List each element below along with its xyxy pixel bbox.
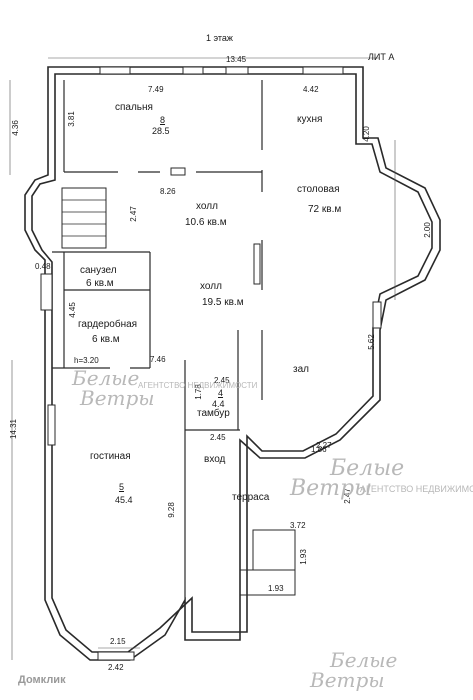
- ceiling-height: h=3.20: [74, 356, 99, 365]
- dim-4-20: 4.20: [361, 126, 371, 142]
- dim-2-00: 2.00: [422, 222, 432, 238]
- dim-2-42: 2.42: [108, 663, 124, 672]
- dim-4-36: 4.36: [10, 120, 20, 136]
- watermark-logo-2b: Ветры: [290, 476, 373, 501]
- dim-4-45: 4.45: [67, 302, 77, 318]
- dim-7-49: 7.49: [148, 85, 164, 94]
- watermark-sub-2: АГЕНТСТВО НЕДВИЖИМОСТИ: [360, 484, 473, 494]
- dim-3-72: 3.72: [290, 521, 306, 530]
- vestibule-name: тамбур: [197, 408, 230, 419]
- wardrobe-name: гардеробная: [78, 319, 138, 330]
- hall2-area: 19.5 кв.м: [202, 297, 244, 308]
- wardrobe-area: 6 кв.м: [92, 334, 120, 345]
- watermark-logo-1: Белые: [72, 366, 140, 390]
- dim-2-45-a: 2.45: [214, 376, 230, 385]
- salon-name: зал: [293, 364, 309, 375]
- watermark-sub-1: АГЕНТСТВО НЕДВИЖИМОСТИ: [138, 381, 258, 390]
- dim-2-47: 2.47: [128, 206, 138, 222]
- dim-13-45: 13.45: [226, 55, 247, 64]
- living-area: 45.4: [115, 495, 133, 505]
- dim-2-45-b: 2.45: [210, 433, 226, 442]
- dim-1-93-b: 1.93: [268, 584, 284, 593]
- dim-2-15: 2.15: [110, 637, 126, 646]
- watermark-logo-3b: Ветры: [310, 668, 385, 692]
- outer-wall-inner: [31, 73, 433, 653]
- bedroom-name: спальня: [115, 102, 153, 113]
- vestibule-area: 4.4: [212, 399, 225, 409]
- watermark-logo-2: Белые: [330, 456, 405, 481]
- terrace-name: терраса: [232, 492, 270, 503]
- footer-brand: Домклик: [18, 674, 66, 686]
- living-number: 5: [119, 482, 125, 492]
- hall1-area: 10.6 кв.м: [185, 217, 227, 228]
- hall2-name: холл: [200, 281, 222, 292]
- dim-3-81: 3.81: [66, 111, 76, 127]
- dim-8-26: 8.26: [160, 187, 176, 196]
- floor-label: 1 этаж: [206, 33, 233, 43]
- living-name: гостиная: [90, 451, 131, 462]
- dim-9-28: 9.28: [166, 502, 176, 518]
- entrance-name: вход: [204, 454, 226, 465]
- vestibule-number: 4: [218, 388, 224, 398]
- dim-1-86: 1.86: [311, 445, 327, 454]
- dim-2-27: 2.27: [316, 441, 332, 450]
- bathroom-area: 6 кв.м: [86, 278, 114, 289]
- bedroom-area: 28.5: [152, 126, 170, 136]
- dim-14-31: 14.31: [9, 418, 19, 440]
- lit-label: ЛИТ А: [368, 52, 395, 62]
- bedroom-number: 8: [160, 115, 166, 125]
- hall1-name: холл: [196, 201, 218, 212]
- bathroom-name: санузел: [80, 265, 117, 276]
- dining-area: 72 кв.м: [308, 204, 342, 215]
- watermark-logo-3: Белые: [330, 648, 398, 672]
- dim-5-62: 5.62: [366, 334, 376, 350]
- dim-0-48: 0.48: [35, 262, 51, 271]
- dining-name: столовая: [297, 184, 340, 195]
- kitchen-name: кухня: [297, 114, 323, 125]
- watermark-logo-1b: Ветры: [80, 386, 155, 410]
- dim-1-93-a: 1.93: [298, 549, 308, 565]
- dim-4-42: 4.42: [303, 85, 319, 94]
- dim-7-46: 7.46: [150, 355, 166, 364]
- outer-wall: [24, 66, 441, 661]
